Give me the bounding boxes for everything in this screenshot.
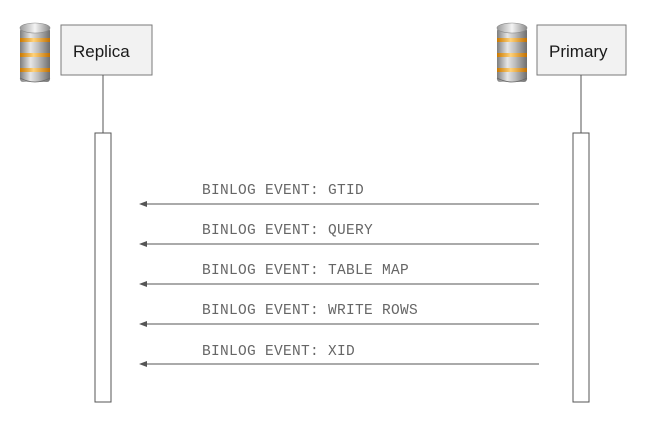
message-label: BINLOG EVENT: GTID	[202, 183, 364, 199]
arrowhead-icon	[139, 201, 147, 207]
primary-activation-bar	[572, 132, 590, 403]
messages: BINLOG EVENT: GTID BINLOG EVENT: QUERY B…	[139, 183, 539, 367]
database-icon	[19, 22, 51, 83]
participant-primary: Primary	[496, 22, 627, 403]
replica-label: Replica	[73, 42, 130, 61]
message-label: BINLOG EVENT: WRITE ROWS	[202, 303, 418, 319]
arrowhead-icon	[139, 241, 147, 247]
arrowhead-icon	[139, 281, 147, 287]
message-item: BINLOG EVENT: TABLE MAP	[139, 263, 539, 287]
participant-replica: Replica	[19, 22, 153, 403]
message-label: BINLOG EVENT: TABLE MAP	[202, 263, 409, 279]
message-item: BINLOG EVENT: QUERY	[139, 223, 539, 247]
primary-label: Primary	[549, 42, 608, 61]
arrowhead-icon	[139, 361, 147, 367]
message-label: BINLOG EVENT: XID	[202, 344, 355, 360]
message-label: BINLOG EVENT: QUERY	[202, 223, 373, 239]
replica-box	[60, 24, 153, 76]
message-item: BINLOG EVENT: XID	[139, 344, 539, 367]
replica-activation-bar	[94, 132, 112, 403]
message-item: BINLOG EVENT: WRITE ROWS	[139, 303, 539, 327]
database-icon	[496, 22, 528, 83]
arrowhead-icon	[139, 321, 147, 327]
message-item: BINLOG EVENT: GTID	[139, 183, 539, 207]
